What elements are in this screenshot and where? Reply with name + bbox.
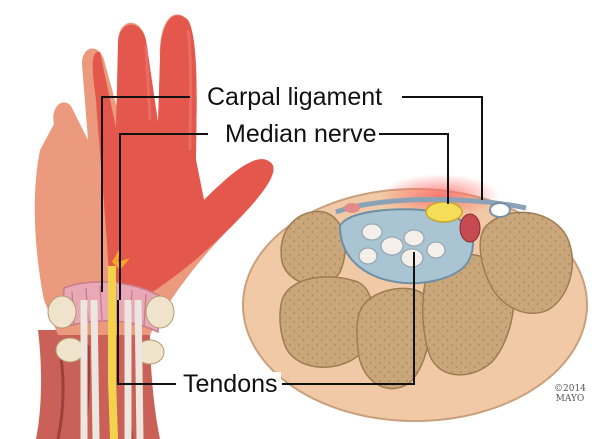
copyright-owner: MAYO: [554, 394, 586, 404]
median-nerve-hand: [112, 266, 114, 439]
median-nerve-label: Median nerve: [222, 122, 379, 147]
copyright-notice: ©2014 MAYO: [554, 384, 586, 405]
carpal-bone-left: [281, 211, 345, 284]
copyright-year: ©2014: [554, 384, 586, 394]
median-nerve-cross-section: [426, 202, 462, 222]
carpal-ligament-label: Carpal ligament: [204, 85, 385, 110]
tendons-label: Tendons: [180, 372, 281, 397]
